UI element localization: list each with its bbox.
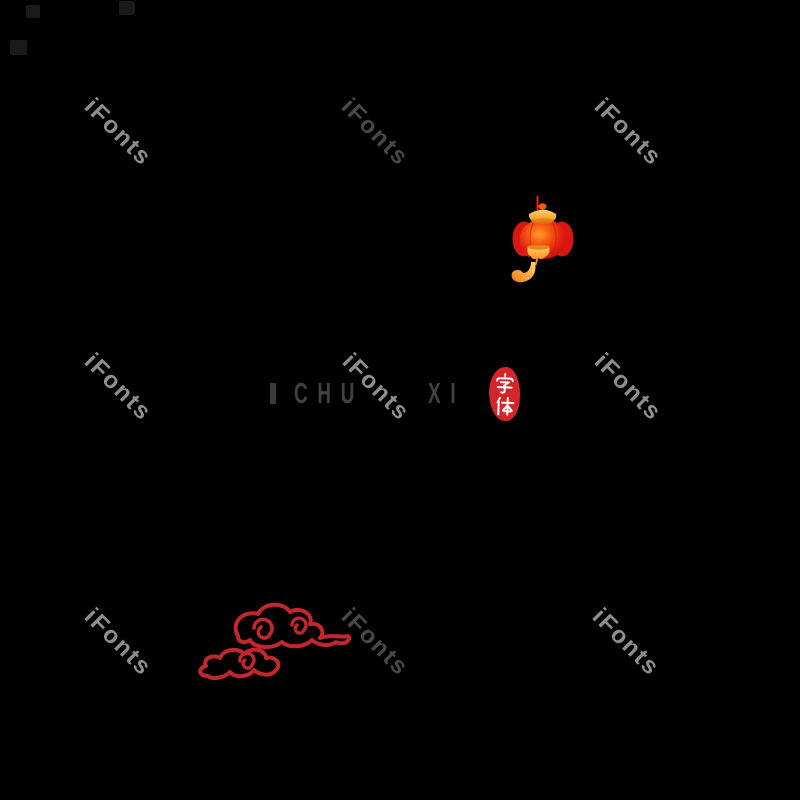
ifonts-watermark: iFonts — [588, 348, 668, 427]
clouds-illustration — [198, 602, 351, 681]
cloud-upper — [233, 602, 351, 649]
corner-mark — [10, 40, 27, 55]
ifonts-watermark: iFonts — [586, 603, 666, 682]
ifonts-watermark: iFonts — [78, 348, 158, 427]
title-word-chu: CHU — [294, 378, 365, 410]
seal-characters — [496, 372, 515, 416]
lantern-top-cap — [528, 209, 557, 222]
ifonts-watermark: iFonts — [335, 93, 415, 172]
ifonts-watermark: iFonts — [78, 93, 158, 172]
title-divider-bar — [270, 383, 276, 404]
ifonts-watermark: iFonts — [78, 603, 158, 682]
lantern-illustration — [511, 196, 574, 283]
seal-stamp — [488, 366, 521, 422]
title-word-xi: XI — [428, 378, 466, 410]
corner-mark — [26, 5, 40, 18]
lantern-tassel — [511, 262, 536, 283]
corner-mark — [119, 1, 135, 15]
ifonts-watermark: iFonts — [588, 93, 668, 172]
cloud-lower — [198, 647, 281, 681]
lantern-bottom-cap — [527, 246, 550, 260]
